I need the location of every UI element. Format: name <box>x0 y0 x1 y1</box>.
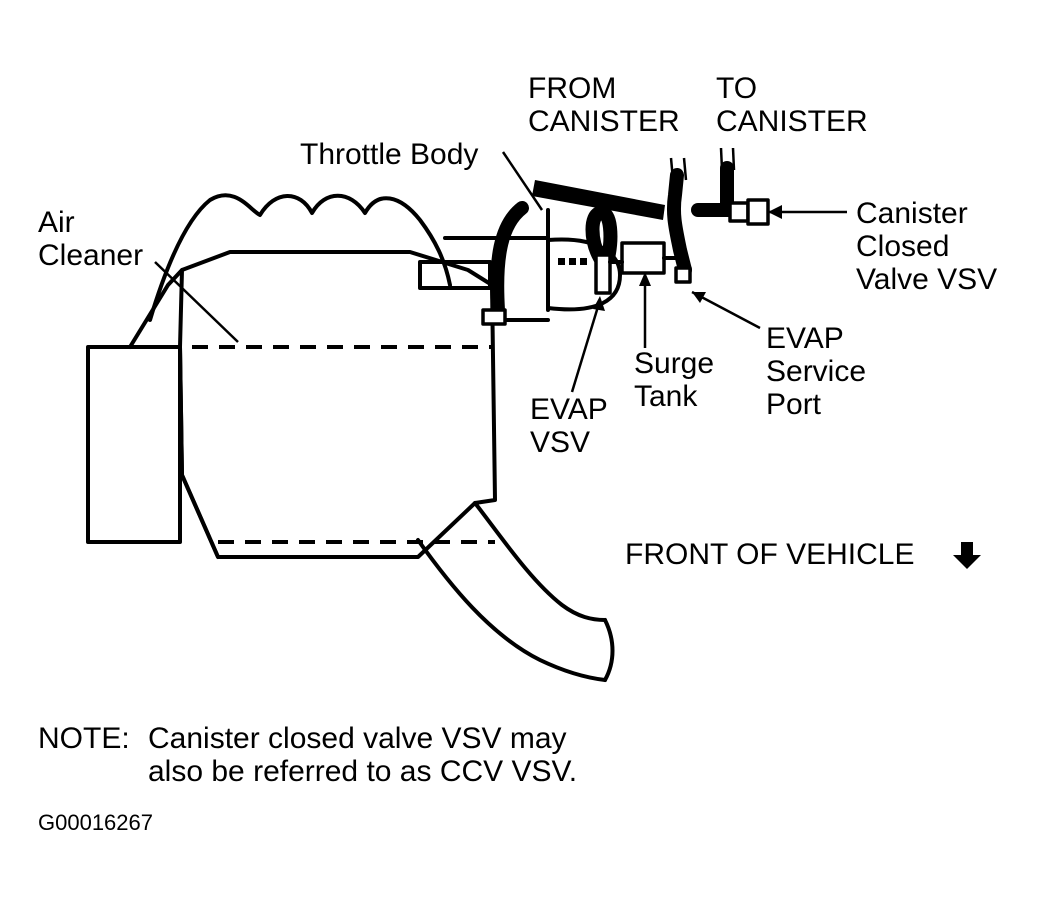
evap-service-port <box>674 266 692 284</box>
canister-closed-valve-vsv-label: Canister Closed Valve VSV <box>856 197 998 296</box>
intake-duct <box>416 501 615 682</box>
note-text: Canister closed valve VSV may also be re… <box>148 722 578 788</box>
evap-vsv <box>594 253 612 295</box>
surge-tank-label: Surge Tank <box>634 347 715 413</box>
to-canister-label: TO CANISTER <box>716 72 868 138</box>
surge-tank <box>608 241 678 275</box>
down-arrow-icon <box>953 542 981 569</box>
canister-closed-valve-vsv <box>728 198 770 226</box>
evap-vsv-label: EVAP VSV <box>530 393 608 459</box>
note-prefix: NOTE: <box>38 722 130 755</box>
front-of-vehicle-label: FRONT OF VEHICLE <box>625 538 915 571</box>
from-canister-label: FROM CANISTER <box>528 72 680 138</box>
evap-service-port-label: EVAP Service Port <box>766 322 867 421</box>
figure-code: G00016267 <box>38 810 153 835</box>
leader-lines <box>154 151 847 393</box>
air-cleaner-housing <box>86 193 497 559</box>
vapor-hoses <box>532 147 739 277</box>
air-cleaner-label: Air Cleaner <box>38 206 144 272</box>
throttle-body-label: Throttle Body <box>300 138 479 171</box>
